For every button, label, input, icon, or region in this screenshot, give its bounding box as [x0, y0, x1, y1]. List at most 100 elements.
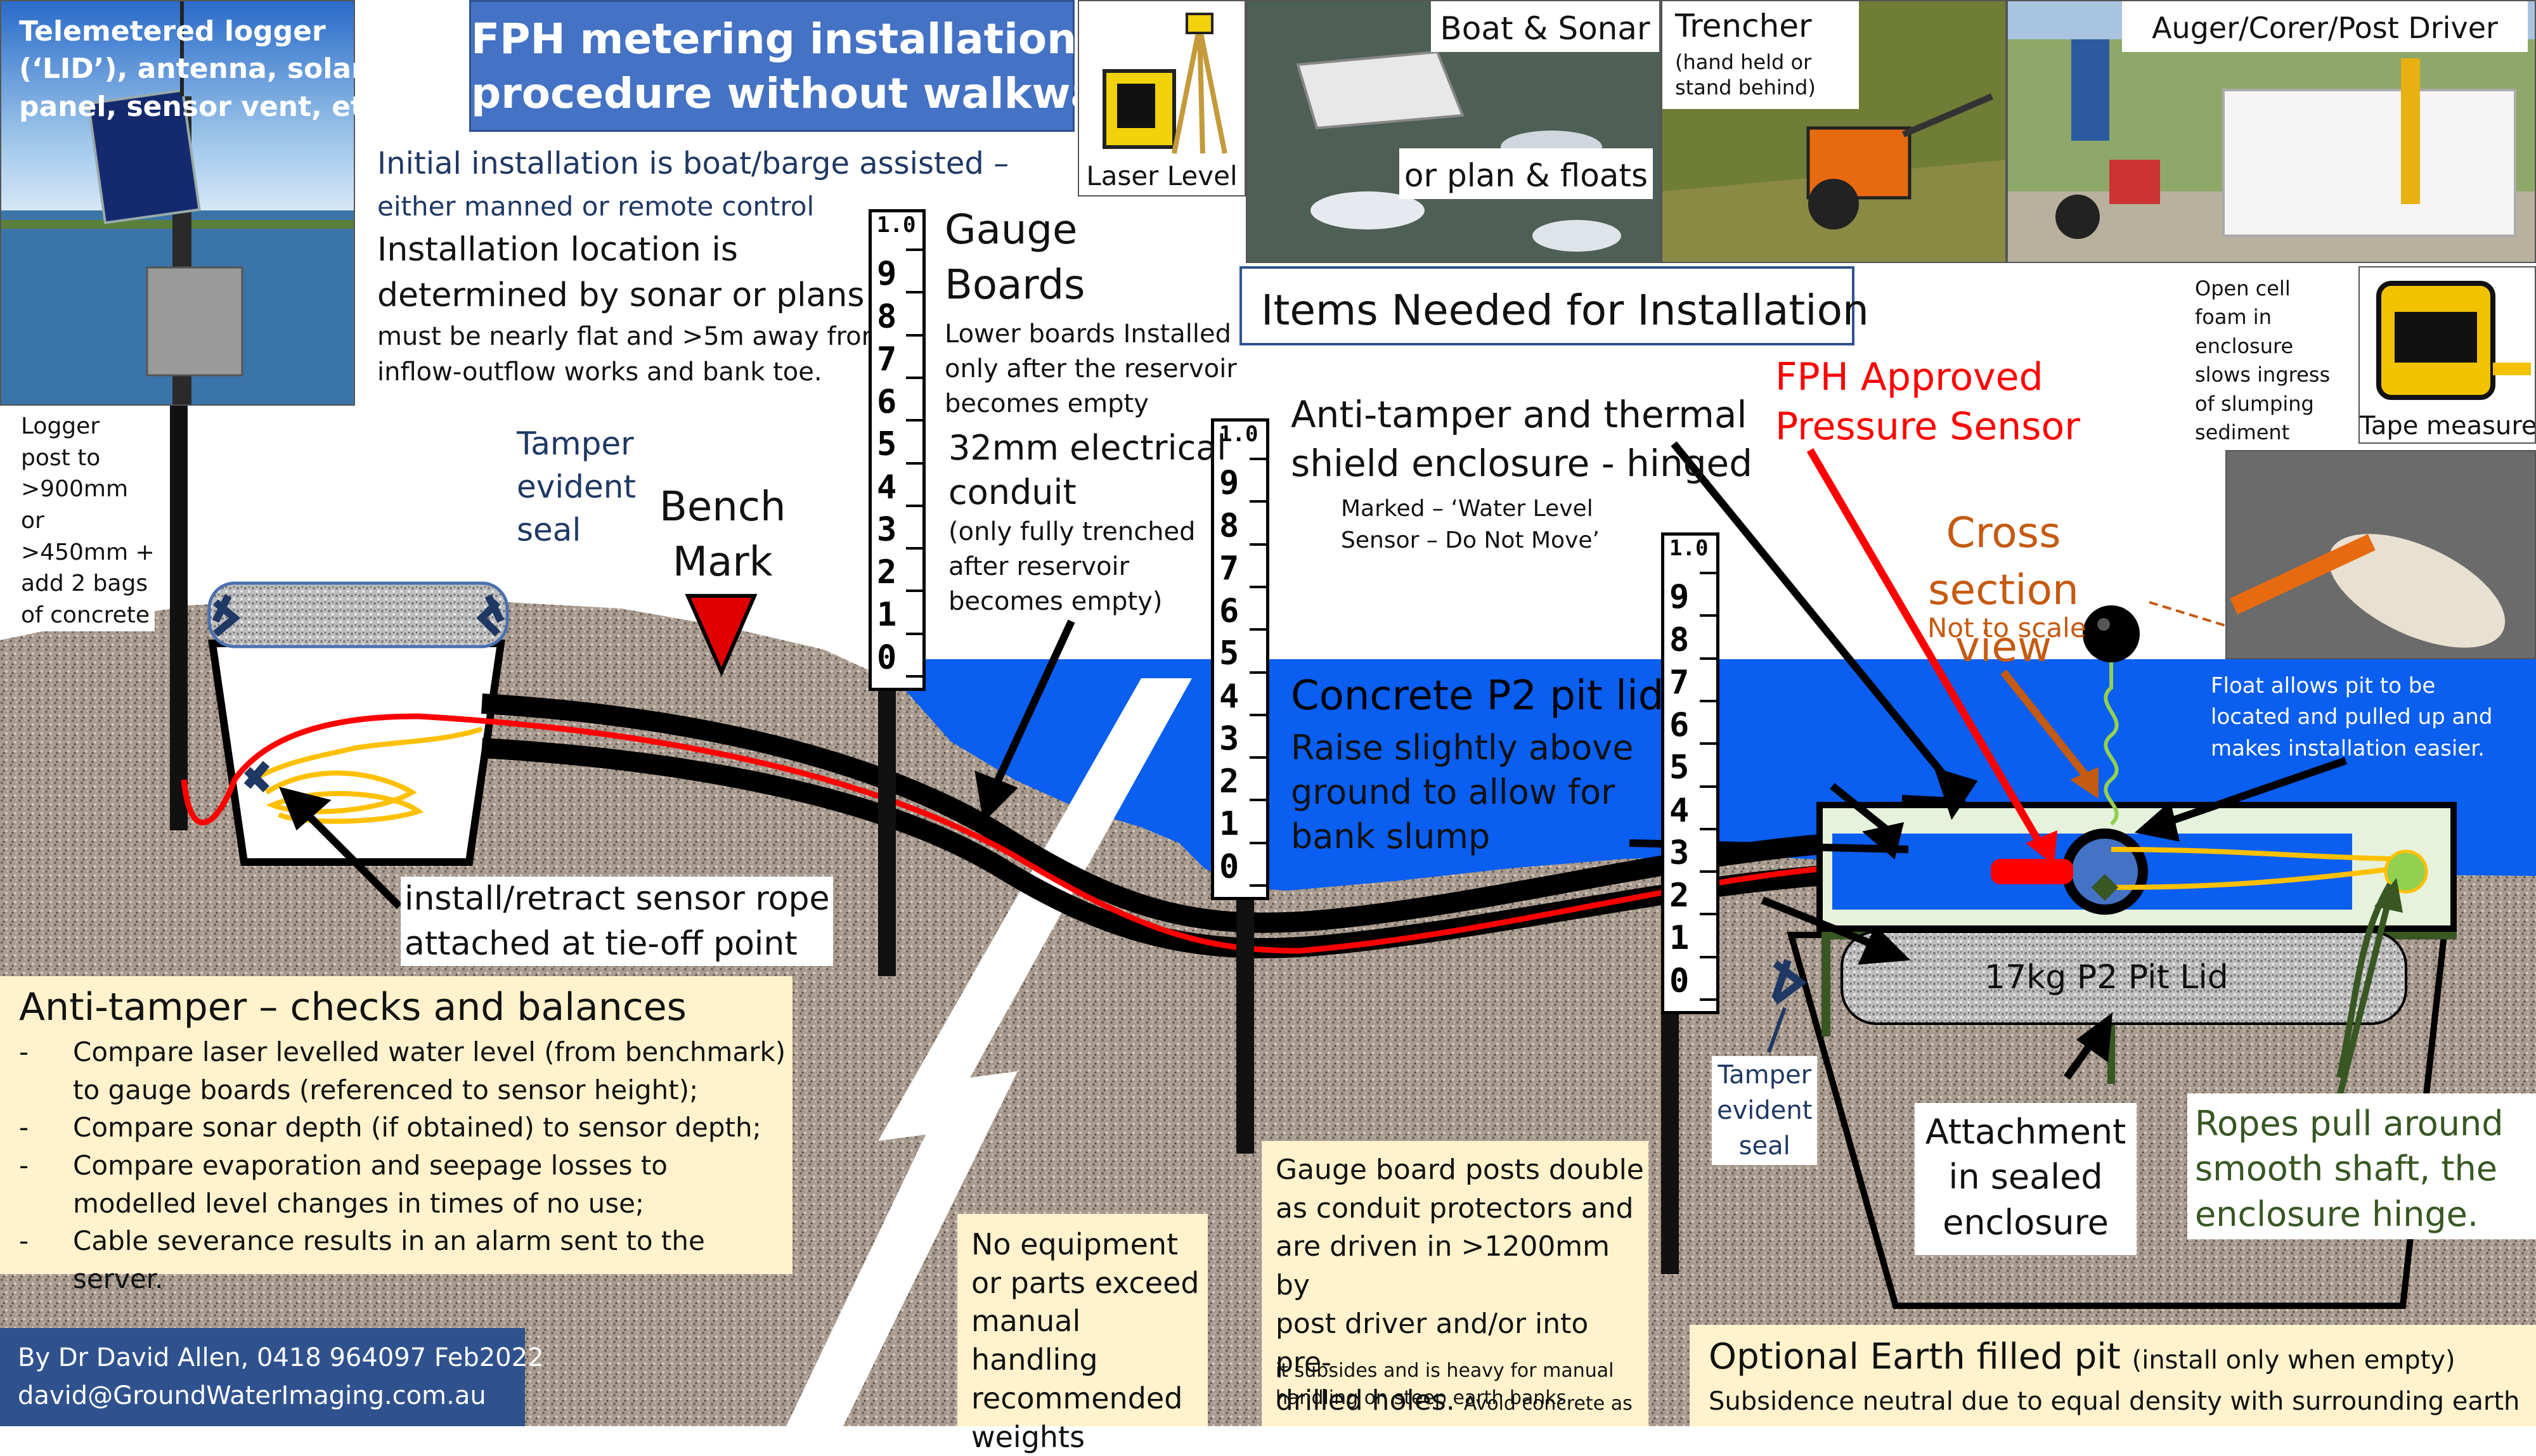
- gauge-post: [1236, 887, 1254, 1154]
- gauge-tick-mark: [1250, 841, 1266, 844]
- auger-photo: Auger/Corer/Post Driver: [2007, 0, 2536, 263]
- tape-measure-photo: Tape measure: [2358, 266, 2536, 444]
- gauge-tick-mark: [1250, 586, 1266, 588]
- gauge-tick-label: 5: [1219, 635, 1239, 673]
- note-line: >450mm +: [21, 539, 155, 565]
- note-line: as conduit protectors and: [1276, 1192, 1634, 1225]
- title-line: Boards: [945, 262, 1085, 309]
- float-line: [2104, 659, 2119, 826]
- float-foam-photo: [2225, 450, 2536, 659]
- logger-photo-caption: Telemetered logger (‘LID’), antenna, sol…: [19, 13, 380, 126]
- note-line: (only fully trenched: [948, 517, 1196, 546]
- gauge-tick-label: 3: [877, 510, 897, 549]
- logger-pit-lid: [207, 581, 509, 648]
- gauge-tick-mark: [906, 632, 922, 635]
- note-line: or parts exceed: [971, 1265, 1200, 1300]
- sensor-rope-label: install/retract sensor rope attached at …: [401, 877, 834, 967]
- gauge-tick-mark: [1700, 827, 1716, 830]
- item-line: Compare evaporation and seepage losses t…: [73, 1149, 668, 1181]
- caption-line: Telemetered logger: [19, 15, 326, 48]
- gauge-tick-label: 8: [877, 297, 897, 336]
- gauge-tick-mark: [1700, 785, 1716, 788]
- caption-line: panel, sensor vent, etc: [19, 90, 381, 123]
- label-line: seal: [1738, 1131, 1790, 1161]
- note-line: handling on steep earth banks.: [1276, 1386, 1572, 1409]
- title-line: Cross section: [1928, 508, 2079, 614]
- location-line3: must be nearly flat and >5m away from: [377, 322, 886, 351]
- gauge-tick-label: 1.0: [1219, 422, 1258, 447]
- scale-break: [786, 678, 1192, 1426]
- gauge-tick-mark: [906, 461, 922, 465]
- note-line: >900mm: [21, 476, 129, 503]
- gauge-tick-label: 0: [877, 638, 897, 677]
- gauge-tick-label: 1: [1219, 805, 1239, 844]
- conduit-note: (only fully trenched after reservoir bec…: [948, 515, 1196, 620]
- note-line: post driver and/or into pre-: [1276, 1307, 1589, 1379]
- note-line: of concrete: [21, 602, 150, 629]
- attachment-label: Attachment in sealed enclosure: [1915, 1109, 2137, 1245]
- sensor-cable: [181, 713, 2112, 954]
- item-line: modelled level changes in times of no us…: [73, 1187, 645, 1219]
- trencher-label: Trencher: [1675, 8, 1812, 44]
- float-ball: [2083, 605, 2140, 662]
- laser-level-label: Laser Level: [1086, 160, 1238, 191]
- gauge-post: [878, 672, 896, 976]
- trencher-label-bg: [1662, 1, 1859, 109]
- gauge-tick-label: 7: [1669, 663, 1690, 702]
- gauge-tick-label: 6: [1669, 706, 1690, 745]
- note-line: of slumping: [2195, 391, 2314, 416]
- gauge-tick-mark: [1700, 700, 1716, 702]
- p2-pit-lid: [1841, 931, 2407, 1025]
- boat-label-bg: [1431, 1, 1659, 52]
- gauge-tick-label: 1: [877, 596, 897, 635]
- label-line: Pressure Sensor: [1775, 404, 2080, 449]
- gauge-posts-box: Gauge board posts double as conduit prot…: [1262, 1141, 1648, 1426]
- logger-pit: [208, 640, 505, 866]
- author-line: By Dr David Allen, 0418 964097 Feb2022: [18, 1343, 544, 1372]
- note-line: after reservoir: [948, 552, 1130, 582]
- trencher-photo: Trencher (hand held or stand behind): [1661, 0, 2007, 263]
- gauge-tick-mark: [1250, 500, 1266, 503]
- label-line: enclosure: [1943, 1202, 2109, 1242]
- bench-mark-icon: [685, 594, 758, 677]
- label-line: FPH Approved: [1775, 355, 2043, 399]
- gauge-tick-mark: [1700, 998, 1716, 1001]
- note-line: located and pulled up and: [2211, 704, 2493, 730]
- note-line: sediment: [2195, 420, 2290, 445]
- gauge-tick-label: 2: [1219, 763, 1239, 801]
- tamper-seal-bottom-label: Tamper evident seal: [1712, 1056, 1818, 1165]
- note-line: add 2 bags: [21, 570, 148, 597]
- ropes-box: Ropes pull around smooth shaft, the encl…: [2187, 1093, 2536, 1239]
- gauge-tick-mark: [1700, 913, 1716, 916]
- anti-tamper-item: Compare laser levelled water level (from…: [13, 1033, 792, 1109]
- label-line: Ropes pull around: [2195, 1104, 2504, 1144]
- conduit-pipe: [481, 693, 2156, 933]
- pressure-sensor-label: FPH Approved Pressure Sensor: [1775, 352, 2080, 451]
- pit-lid-note: Raise slightly above ground to allow for…: [1291, 726, 1633, 860]
- enclosure-marking: Marked – ‘Water Level Sensor – Do Not Mo…: [1341, 493, 1600, 557]
- anti-tamper-item: Compare evaporation and seepage losses t…: [13, 1147, 792, 1222]
- gauge-tick-mark: [1250, 628, 1266, 631]
- note-line: bank slump: [1291, 816, 1491, 857]
- conduit-title: 32mm electrical conduit: [948, 426, 1226, 515]
- gauge-tick-mark: [906, 419, 922, 422]
- anti-tamper-item: Compare sonar depth (if obtained) to sen…: [13, 1109, 792, 1147]
- gauge-tick-mark: [906, 589, 922, 593]
- gauge-tick-label: 0: [1669, 962, 1690, 1000]
- gauge-tick-label: 9: [1219, 464, 1239, 503]
- anti-tamper-list: Compare laser levelled water level (from…: [13, 1033, 792, 1298]
- pit-lid-label: 17kg P2 Pit Lid: [1984, 958, 2229, 996]
- label-line: smooth shaft, the: [2195, 1149, 2498, 1189]
- title-line: conduit: [948, 472, 1077, 513]
- note-line: becomes empty): [948, 587, 1163, 617]
- label-line: Attachment: [1925, 1112, 2126, 1152]
- note-line: Open cell: [2195, 276, 2291, 300]
- gauge-tick-label: 6: [877, 383, 897, 422]
- gauge-tick-mark: [906, 674, 922, 678]
- title-line: 32mm electrical: [948, 428, 1227, 468]
- note-line: Marked – ‘Water Level: [1341, 496, 1593, 522]
- foam-note: Open cell foam in enclosure slows ingres…: [2195, 274, 2330, 448]
